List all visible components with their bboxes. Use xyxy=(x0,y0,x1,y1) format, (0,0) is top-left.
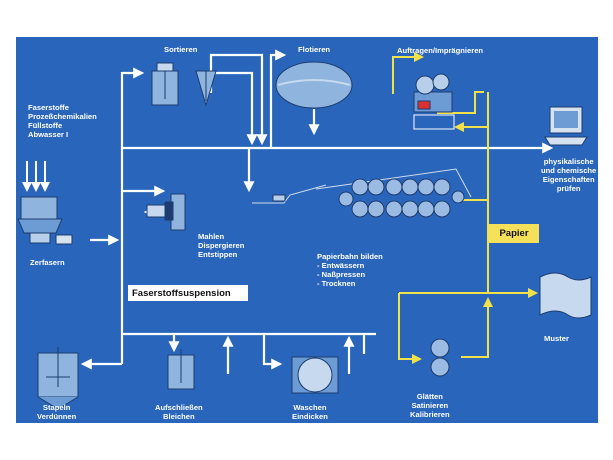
coating-machine-icon xyxy=(413,73,455,130)
label-aufschliessen: Aufschließen Bleichen xyxy=(155,403,203,421)
input-arrows xyxy=(22,161,50,192)
paper-flow-lines xyxy=(392,52,538,364)
sorting-cone-icon xyxy=(195,70,217,107)
label-papierbahn: Papierbahn bilden - Entwässern - Naßpres… xyxy=(317,252,383,288)
sample-sheet-icon xyxy=(539,272,592,319)
label-glaetten: Glätten Satinieren Kalibrieren xyxy=(410,392,450,419)
label-auftragen: Auftragen/Imprägnieren xyxy=(397,46,484,55)
flotation-cell-icon xyxy=(275,61,353,109)
label-stapeln: Stapeln Verdünnen xyxy=(37,403,77,421)
calender-rolls-icon xyxy=(430,338,450,377)
computer-icon xyxy=(544,106,588,146)
pulper-icon xyxy=(17,196,73,245)
label-inputs: Faserstoffe Prozeßchemikalien Füllstoffe… xyxy=(28,103,97,139)
storage-tank-icon xyxy=(37,347,79,410)
label-sortieren: Sortieren xyxy=(164,45,198,54)
diagram-panel: Sortieren Flotieren Auftragen/Imprägnier… xyxy=(16,37,598,423)
label-mahlen: Mahlen Dispergieren Entstippen xyxy=(198,232,245,259)
label-pruefen: physikalische und chemische Eigenschafte… xyxy=(541,157,597,193)
bleaching-tank-icon xyxy=(167,349,195,390)
papier-box: Papier xyxy=(489,224,539,243)
process-flow-svg xyxy=(17,49,592,410)
papier-label: Papier xyxy=(499,228,529,239)
label-zerfasern: Zerfasern xyxy=(30,258,65,267)
refiner-icon xyxy=(146,193,186,231)
faserstoffsuspension-label: Faserstoffsuspension xyxy=(132,287,231,299)
faserstoffsuspension-box: Faserstoffsuspension xyxy=(128,285,248,301)
main-flow-lines xyxy=(80,49,554,374)
label-muster: Muster xyxy=(544,334,569,343)
washing-drum-icon xyxy=(291,356,339,394)
label-waschen: Waschen Eindicken xyxy=(292,403,328,421)
sorting-tank-icon xyxy=(151,62,179,106)
paper-machine-icon xyxy=(252,168,472,218)
label-flotieren: Flotieren xyxy=(298,45,331,54)
